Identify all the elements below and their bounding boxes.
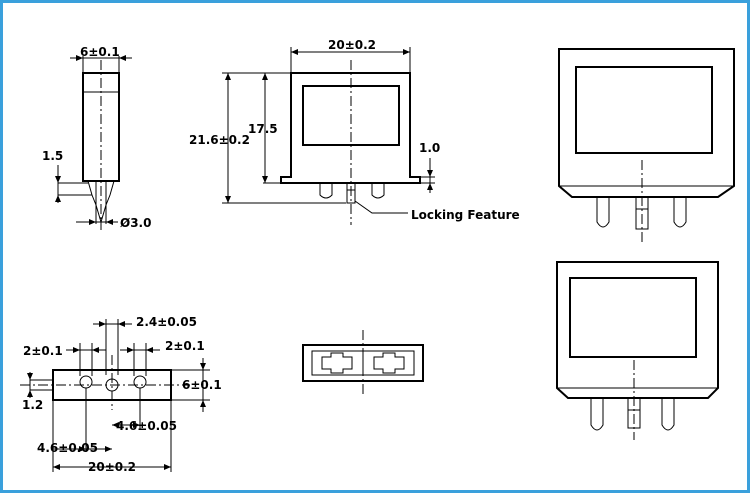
front-width-label: 20±0.2	[328, 38, 376, 52]
side-pin-height-label: 1.5	[42, 149, 63, 163]
front-pin-left	[319, 183, 333, 199]
front-pin-right	[371, 183, 385, 199]
front-view: 20±0.2 21.6±0.2 17.5 1.0 Locking Feature	[189, 38, 520, 225]
perspective-top-window	[575, 66, 713, 154]
front-ledge-label: 1.0	[419, 141, 440, 155]
plan-contact-right	[373, 352, 405, 374]
bottom-depth-label: 6±0.1	[182, 378, 222, 392]
plan-contact-left	[321, 352, 353, 374]
bottom-left-pin-label: 4.6±0.05	[37, 441, 98, 455]
side-pin-dia-label: Ø3.0	[120, 216, 151, 230]
perspective-view-bottom	[556, 261, 719, 440]
bottom-view: 2.4±0.05 2±0.1 2±0.1 6±0.1 1.2 4.6±	[20, 315, 222, 474]
perspective-top-body	[558, 48, 735, 198]
side-view: 6±0.1 1.5 Ø3.0	[42, 45, 151, 230]
bottom-pitch-label: 2.4±0.05	[136, 315, 197, 329]
bottom-small-label: 1.2	[22, 398, 43, 412]
perspective-view-top	[558, 48, 735, 245]
bottom-pin-right	[133, 375, 147, 389]
bottom-right-pin-label: 4.6±0.05	[116, 419, 177, 433]
front-body-height-label: 17.5	[248, 122, 278, 136]
perspective-bottom-body	[556, 261, 719, 399]
bottom-pin-left	[79, 375, 93, 389]
bottom-right-offset-label: 2±0.1	[165, 339, 205, 353]
plan-view	[302, 330, 424, 395]
bottom-width-label: 20±0.2	[88, 460, 136, 474]
perspective-bottom-window	[569, 277, 697, 358]
bottom-left-offset-label: 2±0.1	[23, 344, 63, 358]
side-width-label: 6±0.1	[80, 45, 120, 59]
locking-feature-label: Locking Feature	[411, 208, 520, 222]
front-total-height-label: 21.6±0.2	[189, 133, 250, 147]
